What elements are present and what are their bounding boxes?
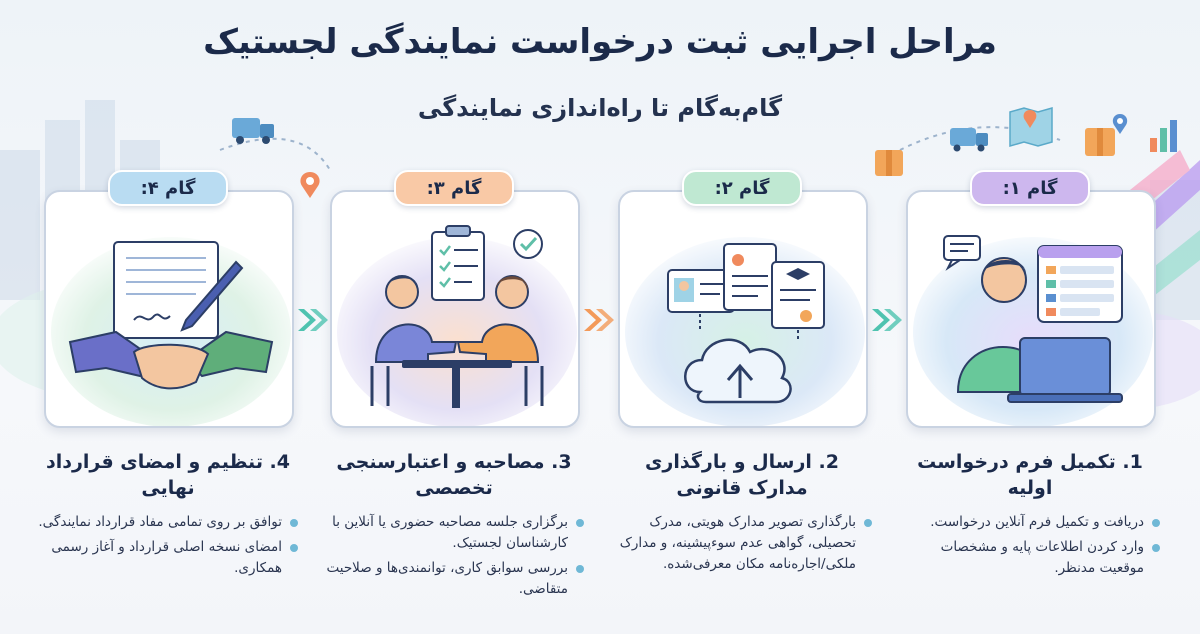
list-item: برگزاری جلسه مصاحبه حضوری یا آنلاین با ک… <box>324 512 584 554</box>
step-1-badge: گام ۱: <box>970 170 1090 206</box>
step-3-bullets: برگزاری جلسه مصاحبه حضوری یا آنلاین با ک… <box>324 512 584 604</box>
step-4-title: 4. تنظیم و امضای قرارداد نهایی <box>45 451 291 499</box>
checklist-clipboard-icon <box>431 225 485 301</box>
page-title: مراحل اجرایی ثبت درخواست نمایندگی لجستیک <box>203 22 997 62</box>
handshake-icon <box>68 330 274 390</box>
step-1-illustration <box>913 235 1153 426</box>
package-box-icon <box>1085 128 1115 156</box>
form-window-icon <box>1037 245 1123 323</box>
step-2-card <box>618 190 868 428</box>
city-skyline-right <box>1150 180 1200 320</box>
step-4-badge: گام ۴: <box>108 170 228 206</box>
list-item: بارگذاری تصویر مدارک هویتی، مدرک تحصیلی،… <box>612 512 872 575</box>
step-3-illustration <box>337 225 577 426</box>
step-1-card <box>906 190 1156 428</box>
list-item: امضای نسخه اصلی قرارداد و آغاز رسمی همکا… <box>38 537 298 579</box>
step-2-badge: گام ۲: <box>682 170 802 206</box>
list-item: توافق بر روی تمامی مفاد قرارداد نمایندگی… <box>38 512 298 533</box>
step-3-badge: گام ۳: <box>394 170 514 206</box>
arrow-step2-to-step3 <box>584 309 614 331</box>
contract-document-icon <box>113 241 219 339</box>
cloud-upload-icon <box>684 338 792 404</box>
list-item: دریافت و تکمیل فرم آنلاین درخواست. <box>900 512 1160 533</box>
step-2-title: 2. ارسال و بارگذاری مدارک قانونی <box>645 451 839 499</box>
step-4-illustration <box>51 237 291 426</box>
check-circle-icon <box>513 229 543 259</box>
step-3-card <box>330 190 580 428</box>
step-2-bullets: بارگذاری تصویر مدارک هویتی، مدرک تحصیلی،… <box>612 512 872 579</box>
document-icon <box>723 243 777 311</box>
step-2-illustration <box>625 237 865 426</box>
location-pin-icon <box>300 172 320 198</box>
truck-icon <box>950 128 988 152</box>
id-card-icon <box>667 269 735 313</box>
arrow-step3-to-step4 <box>298 309 328 331</box>
package-box-icon <box>875 150 903 176</box>
step-4-bullets: توافق بر روی تمامی مفاد قرارداد نمایندگی… <box>38 512 298 583</box>
step-1-bullets: دریافت و تکمیل فرم آنلاین درخواست. وارد … <box>900 512 1160 583</box>
list-item: وارد کردن اطلاعات پایه و مشخصات موقعیت م… <box>900 537 1160 579</box>
bar-chart-icon <box>1150 120 1177 152</box>
step-1-title: 1. تکمیل فرم درخواست اولیه <box>917 451 1143 499</box>
chat-bubble-icon <box>943 235 981 271</box>
pen-icon <box>180 260 244 332</box>
list-item: بررسی سوابق کاری، توانمندی‌ها و صلاحیت م… <box>324 558 584 600</box>
person-laptop-icon <box>956 257 1123 403</box>
page-subtitle: گام‌به‌گام تا راه‌اندازی نمایندگی <box>417 94 783 122</box>
step-3-title: 3. مصاحبه و اعتبارسنجی تخصصی <box>336 451 572 499</box>
interview-handshake-icon <box>370 275 544 408</box>
certificate-icon <box>771 261 825 329</box>
arrow-step1-to-step2 <box>872 309 902 331</box>
step-4-card <box>44 190 294 428</box>
